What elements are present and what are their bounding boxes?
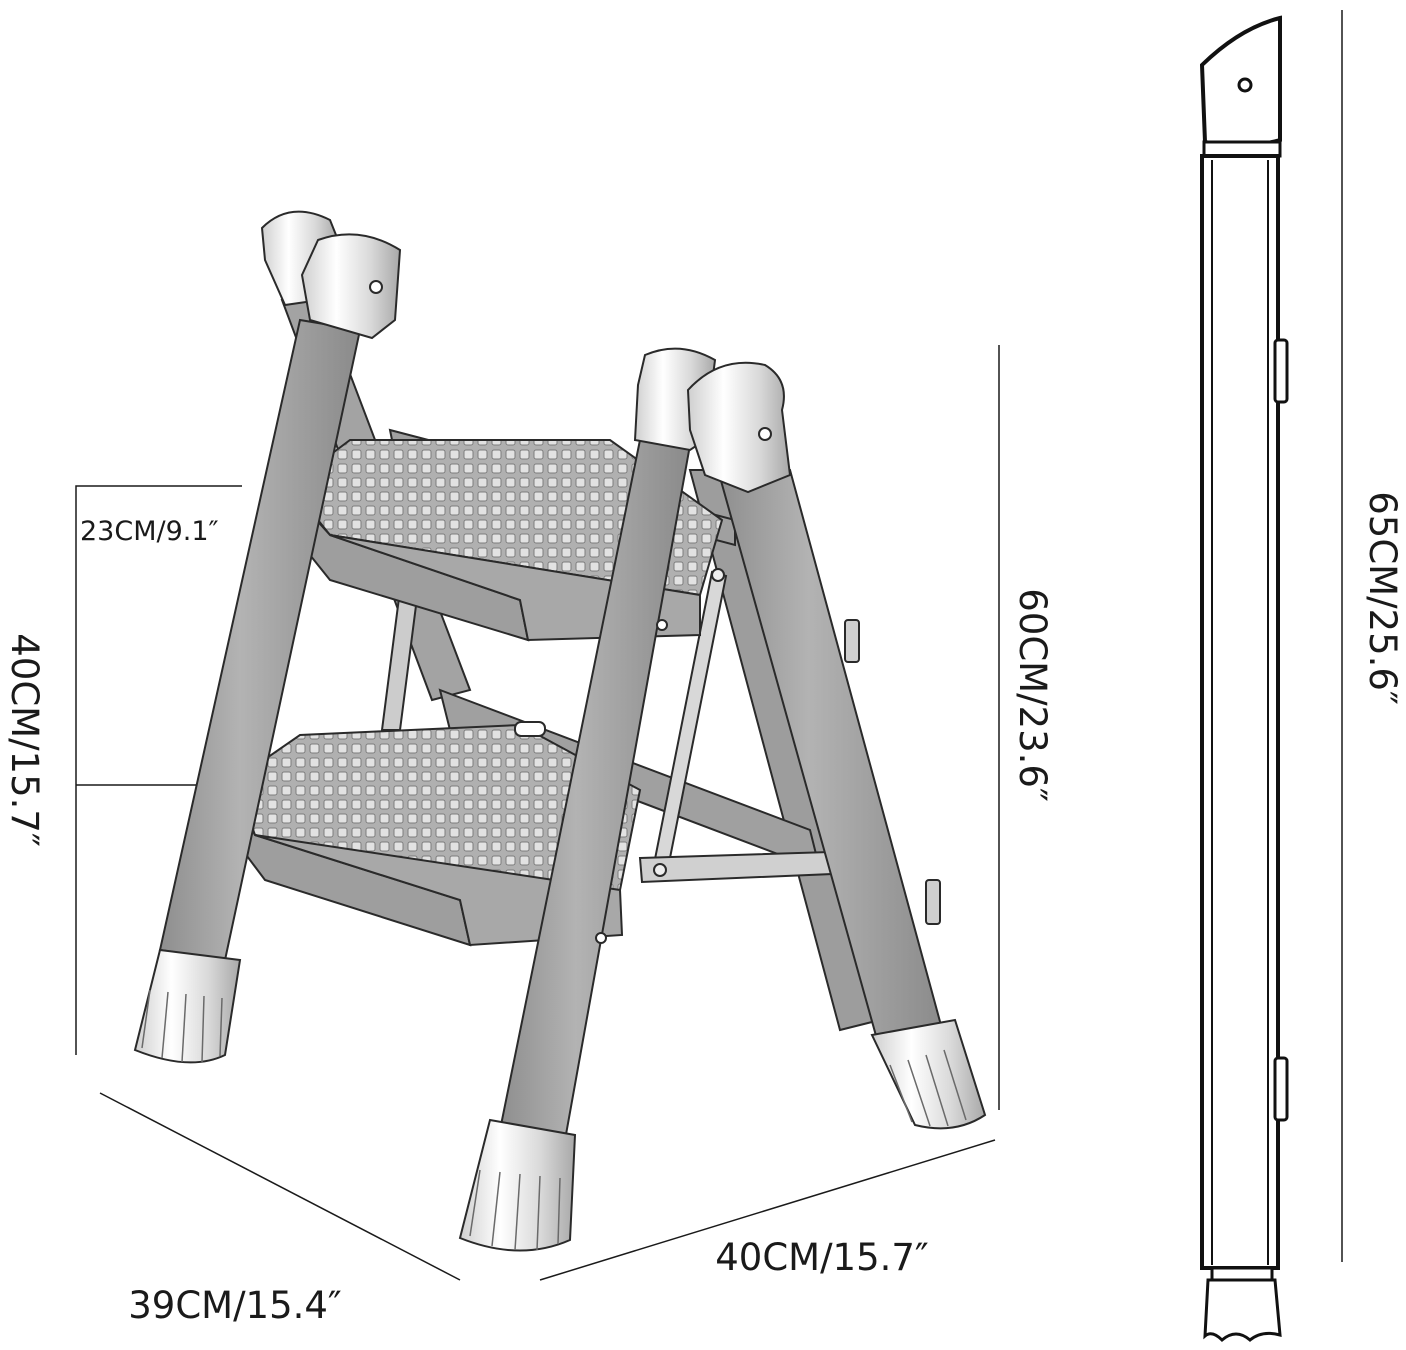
front-right-leg — [458, 347, 717, 1252]
folding-brace — [380, 568, 834, 884]
depth-label: 39CM/15.4″ — [128, 1284, 342, 1327]
step-stool-open-illustration — [133, 210, 987, 1252]
folded-foot-band — [1210, 1266, 1274, 1282]
width-line — [539, 1139, 996, 1281]
lower-tread-handle-slot — [514, 721, 546, 737]
rear-right-foot-ridges — [889, 1049, 967, 1127]
rear-right-cap-bolt — [758, 427, 772, 441]
folded-hinge-bottom — [1273, 1056, 1289, 1122]
rear-right-leg-front — [686, 361, 987, 1130]
depth-line — [99, 1092, 461, 1281]
step-depth-label: 23CM/9.1″ — [80, 516, 219, 547]
front-right-bolt-lower — [595, 932, 607, 944]
front-right-foot-ridges — [469, 1169, 561, 1251]
dimension-labels: 23CM/9.1″ 40CM/15.7″ 60CM/23.6″ 39CM/15.… — [3, 491, 1404, 1327]
width-label: 40CM/15.7″ — [715, 1236, 929, 1279]
front-right-bolt-upper — [656, 619, 668, 631]
folded-height-label: 65CM/25.6″ — [1361, 491, 1404, 705]
rear-leg-tabs — [844, 619, 941, 925]
brace-pivot-top — [711, 568, 725, 582]
brace-pivot-bottom — [653, 863, 667, 877]
folded-foot — [1203, 1278, 1282, 1343]
folded-stool-side-view — [1199, 15, 1289, 1343]
lower-tab — [925, 879, 941, 925]
folded-body — [1200, 154, 1280, 1270]
front-left-top-cap-b — [300, 233, 402, 340]
rear-right-foot — [870, 1018, 987, 1130]
folded-hinge-top — [1273, 338, 1289, 404]
folded-collar — [1202, 140, 1282, 158]
front-left-leg — [133, 210, 402, 1064]
front-left-foot — [133, 948, 242, 1064]
dimension-lines — [75, 10, 1343, 1281]
step-height-label: 40CM/15.7″ — [3, 633, 46, 847]
rear-right-top-cap — [686, 361, 792, 494]
center-brace — [380, 589, 420, 731]
front-left-foot-ridges — [141, 989, 223, 1063]
front-right-foot — [458, 1118, 577, 1252]
upper-tab — [844, 619, 860, 663]
overall-height-label: 60CM/23.6″ — [1011, 588, 1054, 802]
front-left-cap-bolt — [369, 280, 383, 294]
folded-cap-hole — [1237, 77, 1253, 93]
step-depth-guide — [75, 485, 242, 1055]
